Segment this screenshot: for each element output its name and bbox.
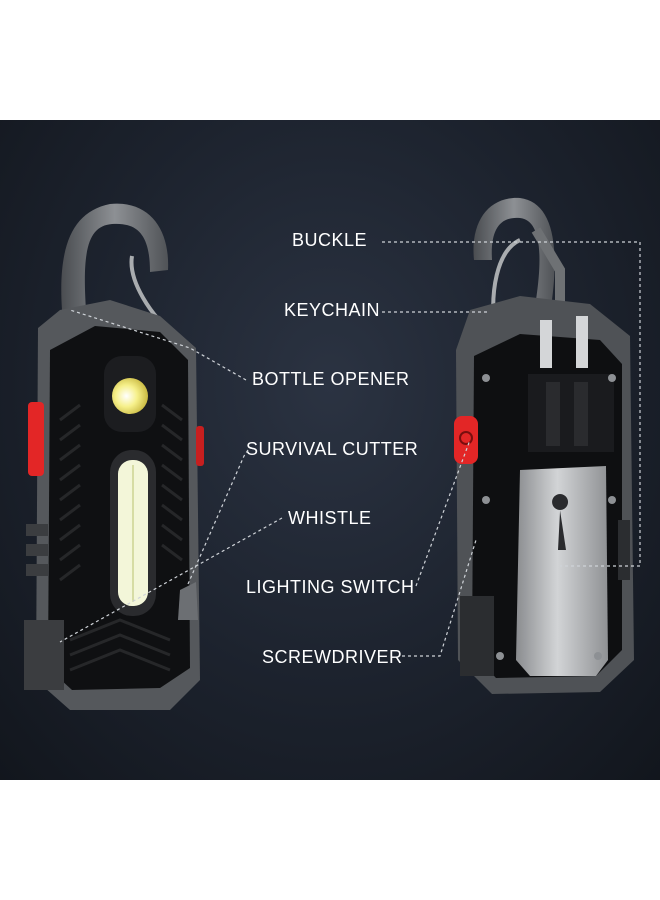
- back-screwdriver-bit-1: [540, 320, 552, 368]
- callout-line-buckle: [382, 241, 641, 567]
- front-tool: [24, 203, 204, 710]
- product-photo-panel: [0, 120, 660, 780]
- front-side-switch: [28, 402, 44, 476]
- back-bit-holder: [528, 374, 614, 452]
- label-buckle: BUCKLE: [292, 230, 368, 250]
- back-lighting-switch-button: [454, 416, 478, 464]
- label-keychain: KEYCHAIN: [284, 300, 381, 320]
- label-bottle-opener: BOTTLE OPENER: [252, 369, 410, 389]
- label-lighting-switch: LIGHTING SWITCH: [246, 577, 415, 597]
- back-belt-clip: [516, 466, 608, 676]
- callout-line-whistle: [59, 517, 283, 643]
- callout-line-lighting-switch: [415, 439, 471, 587]
- front-cutter-notch: [178, 582, 198, 620]
- front-buckle-hook: [61, 203, 169, 310]
- back-tool: [454, 197, 634, 694]
- back-buckle-hook: [473, 197, 555, 300]
- callout-line-survival-cutter: [187, 449, 249, 585]
- back-clip-keyhole: [552, 494, 569, 550]
- front-led-spot: [112, 378, 148, 414]
- front-side-accent: [196, 426, 204, 466]
- back-buckle-edge: [531, 227, 565, 310]
- label-screwdriver: SCREWDRIVER: [262, 647, 403, 667]
- callout-lines: [59, 241, 641, 657]
- callout-line-screwdriver: [402, 539, 477, 657]
- label-whistle: WHISTLE: [288, 508, 372, 528]
- back-screwdriver-bit-2: [576, 316, 588, 368]
- product-illustration: [24, 197, 641, 710]
- label-survival-cutter: SURVIVAL CUTTER: [246, 439, 419, 459]
